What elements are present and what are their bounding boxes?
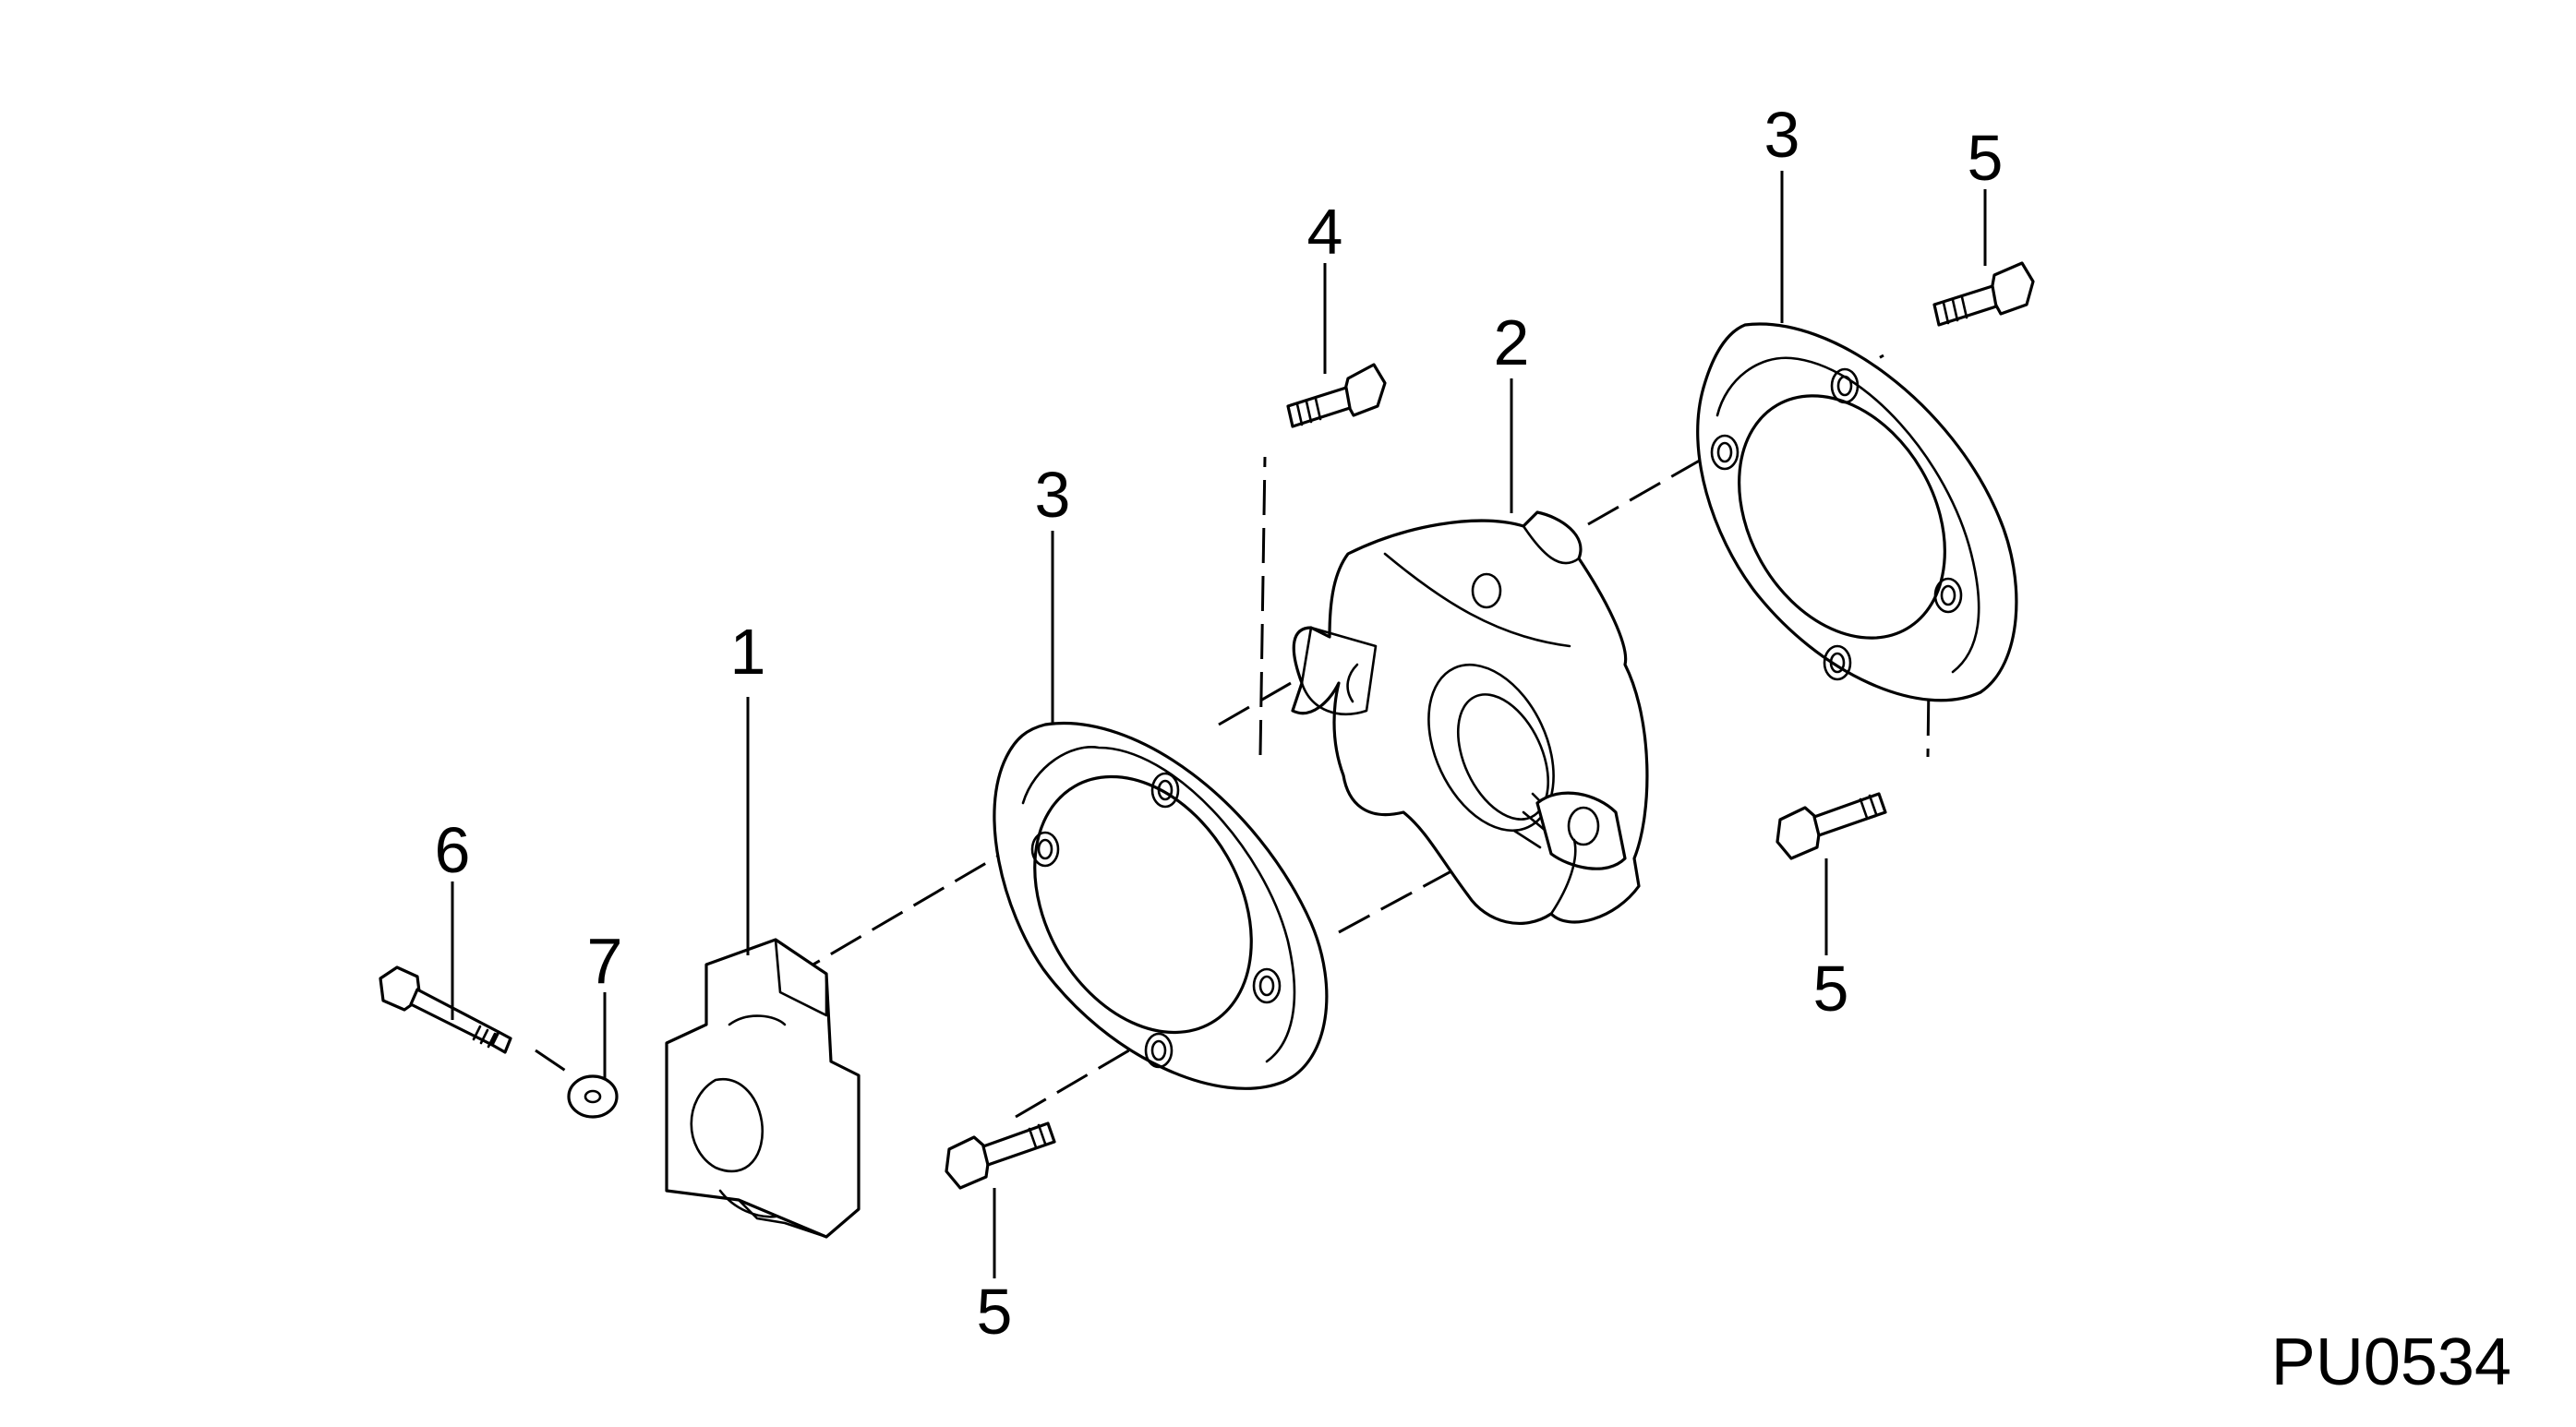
flange-ring-3a: [993, 722, 1329, 1090]
bolt-4: [1286, 363, 1387, 428]
bolt-5-top-right: [1932, 261, 2035, 327]
callout-part-2: 2: [1494, 306, 1530, 378]
bolt-6: [379, 965, 512, 1054]
callout-part-1: 1: [730, 616, 766, 688]
figure-code: PU0534: [2271, 1325, 2511, 1399]
callout-part-7: 7: [587, 925, 623, 997]
bolt-5-bottom-left: [945, 1121, 1056, 1190]
callout-part-4: 4: [1307, 196, 1343, 268]
callout-part-6: 6: [435, 814, 471, 886]
callout-part-3a: 3: [1035, 459, 1071, 531]
callout-part-5a: 5: [1968, 122, 2004, 194]
callout-part-5c: 5: [977, 1276, 1013, 1348]
leader-lines: [451, 171, 1987, 1278]
callout-labels: 1 2 3 3 4 5 5 5 6 7: [435, 99, 2004, 1348]
clamp-block-1: [665, 938, 861, 1239]
callout-part-5b: 5: [1813, 953, 1849, 1025]
hub-casting-2: [1291, 510, 1649, 925]
bolt-5-middle-right: [1776, 792, 1887, 860]
nut-7: [567, 1074, 619, 1119]
callout-part-3b: 3: [1764, 99, 1800, 171]
flange-ring-3b: [1696, 322, 2018, 702]
